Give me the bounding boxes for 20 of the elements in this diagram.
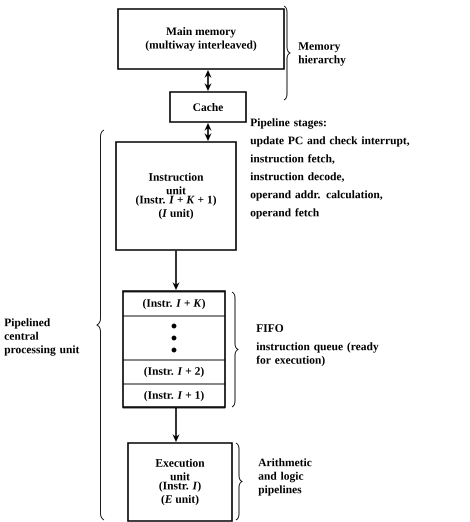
cache-box: Cache	[169, 91, 247, 123]
label: instruction decode,	[250, 172, 344, 182]
label: Arithmetic and logic pipelines	[258, 458, 312, 496]
label: Memory hierarchy	[298, 42, 346, 66]
queue-entry: (Instr. I + K)	[122, 292, 226, 316]
label: update PC and check interrupt,	[250, 136, 410, 147]
label: operand addr. calculation,	[250, 190, 382, 201]
queue-entry: (Instr. I + 2)	[122, 360, 226, 384]
queue-entry	[122, 316, 226, 360]
queue-box	[122, 290, 226, 408]
label: FIFO	[256, 324, 284, 332]
memory-box: Main memory (multiway interleaved)	[117, 8, 285, 70]
queue-entry: (Instr. I + 1)	[122, 384, 226, 408]
unit-box: Execution unit (Instr. I) (E unit)	[127, 442, 233, 522]
label: instruction queue (ready for execution)	[256, 342, 379, 366]
label: Pipeline stages:	[250, 118, 326, 129]
label: instruction fetch,	[250, 154, 334, 164]
unit-box: Instruction unit (Instr. I + K + 1) (I unit)	[115, 141, 237, 251]
label: operand fetch	[250, 208, 320, 219]
label: Pipelined central processing unit	[4, 318, 80, 356]
